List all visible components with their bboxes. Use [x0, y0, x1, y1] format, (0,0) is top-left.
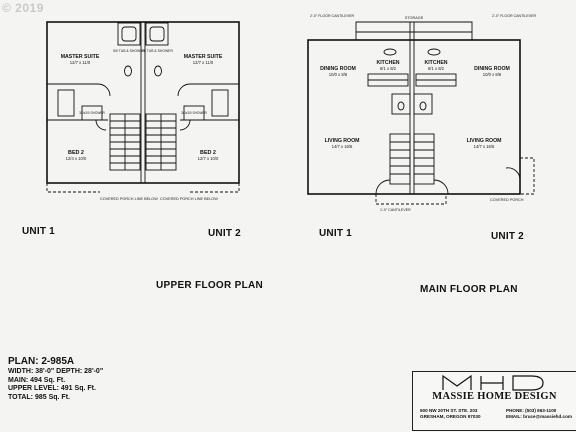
plan-main-area: MAIN: 494 Sq. Ft.	[8, 376, 66, 384]
room-living-left: LIVING ROOM	[325, 138, 360, 144]
plan-width-depth: WIDTH: 38'-0" DEPTH: 28'-0"	[8, 368, 104, 375]
plan-upper-area: UPPER LEVEL: 491 Sq. Ft.	[8, 385, 96, 392]
label-covered-porch: COVERED PORCH	[490, 198, 524, 202]
room-dim: 12/7 x 11/0	[193, 60, 214, 65]
main-unit-1-label: UNIT 1	[319, 228, 352, 239]
plan-spec: PLAN: 2-985A WIDTH: 38'-0" DEPTH: 28'-0"…	[8, 356, 103, 402]
room-dining-left: DINING ROOM	[320, 66, 356, 72]
main-floor-title: MAIN FLOOR PLAN	[420, 284, 518, 295]
upper-unit-1-label: UNIT 1	[22, 226, 55, 237]
label-tub-left: 5/0 TUB & SHOWER	[113, 49, 145, 53]
main-floor-plan: STORAGE 2'-0" FLOOR CANTILEVER 2'-0" FLO…	[296, 8, 556, 223]
label-cantilever-left: 2'-0" FLOOR CANTILEVER	[310, 14, 355, 18]
plan-total-area: TOTAL: 985 Sq. Ft.	[8, 393, 70, 401]
address-line-2: GRESHAM, OREGON 97030	[420, 413, 481, 419]
room-dining-right: DINING ROOM	[474, 66, 510, 72]
room-dim: 8/1 x 8/2	[428, 66, 445, 71]
room-dim: 12/7 x 11/0	[70, 60, 91, 65]
room-kitchen-right: KITCHEN	[424, 60, 447, 66]
designer-title-block: MASSIE HOME DESIGN 500 NW 20TH ST. STE. …	[412, 371, 576, 431]
mhd-logo-icon	[442, 374, 544, 391]
label-cantilever-right: 2'-0" FLOOR CANTILEVER	[492, 14, 537, 18]
room-master-suite-left: MASTER SUITE	[61, 54, 100, 60]
room-dim: 12/7 x 10/0	[198, 156, 219, 161]
label-storage: STORAGE	[405, 16, 424, 20]
designer-name: MASSIE HOME DESIGN	[432, 391, 557, 402]
upper-floor-plan: MASTER SUITE 12/7 x 11/0 MASTER SUITE 12…	[40, 14, 270, 219]
main-unit-2-label: UNIT 2	[491, 231, 524, 242]
upper-outer-wall	[46, 21, 240, 184]
room-dim: 12/4 x 10/0	[66, 156, 87, 161]
label-shower-left: 3/0x3/0 SHOWER	[79, 111, 105, 115]
room-living-right: LIVING ROOM	[467, 138, 502, 144]
designer-address: 500 NW 20TH ST. STE. 203 GRESHAM, OREGON…	[420, 408, 481, 419]
designer-email: EMAIL: bruce@massiehd.com	[506, 413, 572, 419]
room-kitchen-left: KITCHEN	[376, 60, 399, 66]
designer-contact: PHONE: (503) 663-1100 EMAIL: bruce@massi…	[506, 408, 572, 419]
room-dim: 14/7 x 16/6	[474, 144, 495, 149]
room-bed-left: BED 2	[68, 150, 84, 156]
room-dim: 10/0 x 8/6	[483, 72, 502, 77]
room-dim: 10/0 x 8/6	[329, 72, 348, 77]
room-dim: 8/1 x 8/2	[380, 66, 397, 71]
upper-floor-title: UPPER FLOOR PLAN	[156, 280, 264, 291]
upper-unit-2-label: UNIT 2	[208, 228, 241, 239]
room-master-suite-right: MASTER SUITE	[184, 54, 223, 60]
room-dim: 14/7 x 16/6	[332, 144, 353, 149]
designer-phone: PHONE: (503) 663-1100	[506, 408, 557, 413]
label-porch-left: COVERED PORCH LINE BELOW	[100, 197, 158, 201]
label-cantilever-bottom: 1'-0" CANTILEVER	[380, 208, 411, 212]
copyright-watermark: © 2019	[2, 1, 44, 15]
label-tub-right: 5/0 TUB & SHOWER	[141, 49, 173, 53]
plan-number: PLAN: 2-985A	[8, 356, 75, 367]
label-shower-right: 3/0x3/0 SHOWER	[181, 111, 207, 115]
room-bed-right: BED 2	[200, 150, 216, 156]
address-line-1: 500 NW 20TH ST. STE. 203	[420, 408, 478, 413]
label-porch-right: COVERED PORCH LINE BELOW	[160, 197, 218, 201]
